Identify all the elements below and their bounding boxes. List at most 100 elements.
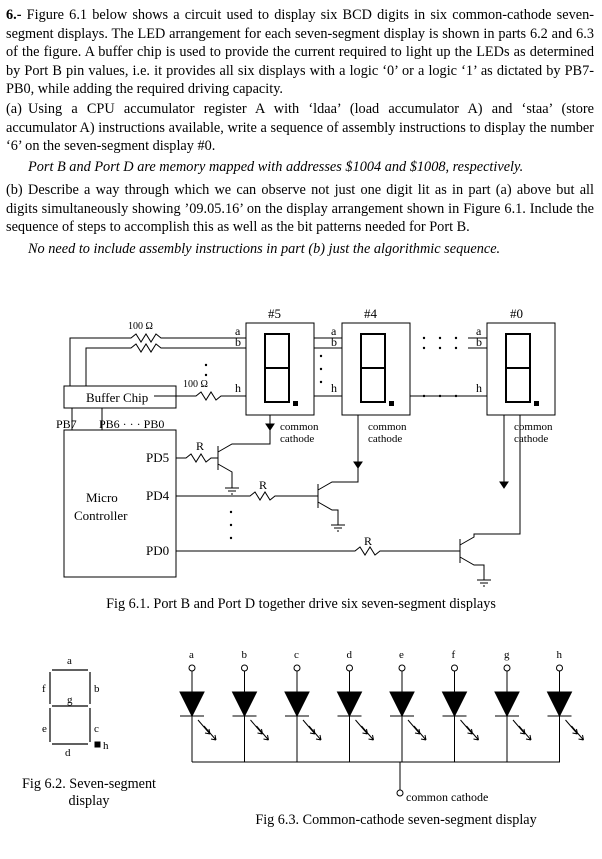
- led-terminal: [346, 664, 353, 672]
- seg-a-4: a: [331, 324, 337, 338]
- cc-4-arrow: [353, 461, 363, 469]
- part-a-note: Port B and Port D are memory mapped with…: [28, 159, 524, 175]
- pd0-transistor: [459, 415, 521, 580]
- buffer-chip: [63, 385, 177, 409]
- pd0-label: PD0: [146, 543, 169, 558]
- r-pd4: R: [259, 478, 267, 492]
- led-diode: [284, 691, 310, 718]
- question-number: 6.-: [6, 7, 22, 23]
- led-e: e: [389, 649, 427, 762]
- fig62-seg-g: g: [67, 694, 73, 706]
- seg-h-5: h: [235, 381, 241, 395]
- seg-h-4: h: [331, 381, 337, 395]
- seg-b-4: b: [331, 335, 337, 349]
- led-diode: [179, 691, 205, 718]
- fig62-caption-line2: display: [68, 793, 110, 809]
- light-emission-arrows: [250, 719, 269, 741]
- micro-controller-box: [63, 429, 177, 578]
- pd4-ground: [331, 524, 345, 532]
- cc-5-cathode: cathode: [280, 433, 314, 445]
- wire-h: [154, 391, 246, 401]
- led-diode: [389, 691, 415, 718]
- r-pd5: R: [196, 439, 204, 453]
- light-emission-arrows: [512, 719, 532, 741]
- light-emission-arrows: [302, 719, 322, 741]
- fig63-caption: Fig 6.3. Common-cathode seven-segment di…: [255, 812, 537, 828]
- cathode-bus: [192, 761, 560, 790]
- seg-a-5: a: [235, 324, 241, 338]
- fig62-seg-f: f: [42, 683, 46, 695]
- ellipsis-dots: [204, 336, 458, 540]
- cc-0-cathode: cathode: [514, 433, 548, 445]
- part-b-label: (b): [6, 182, 23, 198]
- led-label-e: e: [399, 649, 404, 661]
- fig62-seg-d: d: [65, 747, 71, 759]
- light-emission-arrows: [197, 719, 217, 741]
- led-diode: [546, 691, 573, 718]
- display-4-digit: [360, 333, 394, 406]
- cathode-terminal: [396, 789, 404, 797]
- seg-b-5: b: [235, 335, 241, 349]
- led-c: c: [284, 649, 322, 762]
- part-a-text: Using a CPU accumulator register A with …: [6, 101, 594, 155]
- led-label-g: g: [504, 649, 510, 661]
- fig62-seg-a: a: [67, 655, 72, 667]
- led-h: h: [546, 649, 584, 762]
- pd4-resistor: [176, 491, 318, 501]
- led-label-h: h: [557, 649, 563, 661]
- led-diode: [441, 691, 468, 718]
- micro-label: Micro: [86, 490, 118, 505]
- led-terminal: [503, 664, 511, 672]
- led-g: g: [494, 649, 532, 762]
- pb7-label: PB7: [56, 417, 77, 431]
- seg-h-0: h: [476, 381, 482, 395]
- pd5-transistor: [217, 430, 271, 488]
- led-terminal: [241, 664, 248, 672]
- led-label-a: a: [189, 649, 194, 661]
- display-5-label: #5: [268, 306, 281, 321]
- cc-4-common: common: [368, 421, 407, 433]
- display-0-digit: [505, 333, 539, 406]
- led-label-f: f: [452, 649, 456, 661]
- cc-5-arrow: [265, 423, 275, 431]
- pb6-pb0-label: PB6 · · · PB0: [99, 417, 164, 431]
- pd5-label: PD5: [146, 450, 169, 465]
- pd5-resistor: [176, 453, 218, 463]
- pd0-ground: [477, 579, 491, 587]
- display-5-digit: [264, 333, 298, 406]
- led-label-d: d: [347, 649, 353, 661]
- led-terminal: [293, 664, 301, 672]
- part-a: (a)Using a CPU accumulator register A wi…: [6, 100, 594, 156]
- led-terminal: [188, 664, 196, 672]
- part-b: (b)Describe a way through which we can o…: [6, 181, 594, 237]
- led-diode: [494, 691, 520, 718]
- led-terminal: [398, 664, 406, 672]
- led-label-b: b: [242, 649, 248, 661]
- led-terminal: [451, 664, 458, 672]
- wires-5-to-4: [314, 337, 342, 397]
- part-b-text: Describe a way through which we can obse…: [6, 182, 594, 236]
- light-emission-arrows: [355, 719, 374, 741]
- led-diode: [336, 691, 363, 718]
- display-0-box: [486, 322, 556, 416]
- resistor-a-label: 100 Ω: [128, 321, 153, 332]
- led-terminal: [556, 664, 563, 672]
- display-4-box: [341, 322, 411, 416]
- r-pd0: R: [364, 534, 372, 548]
- pd0-resistor: [176, 546, 460, 556]
- fig62-caption-line1: Fig 6.2. Seven-segment: [22, 776, 156, 792]
- pd4-label: PD4: [146, 488, 170, 503]
- pd5-ground: [225, 487, 239, 495]
- wire-b: [85, 343, 246, 386]
- question-intro: 6.- Figure 6.1 below shows a circuit use…: [6, 6, 594, 99]
- fig62-seg-h: h: [103, 740, 109, 752]
- cc-0-arrow: [499, 481, 509, 489]
- led-diode: [231, 691, 258, 718]
- led-label-c: c: [294, 649, 299, 661]
- fig61-caption: Fig 6.1. Port B and Port D together driv…: [106, 596, 496, 612]
- cc-0-common: common: [514, 421, 553, 433]
- fig62-seg-c: c: [94, 723, 99, 735]
- led-b: b: [231, 649, 269, 762]
- light-emission-arrows: [407, 719, 427, 741]
